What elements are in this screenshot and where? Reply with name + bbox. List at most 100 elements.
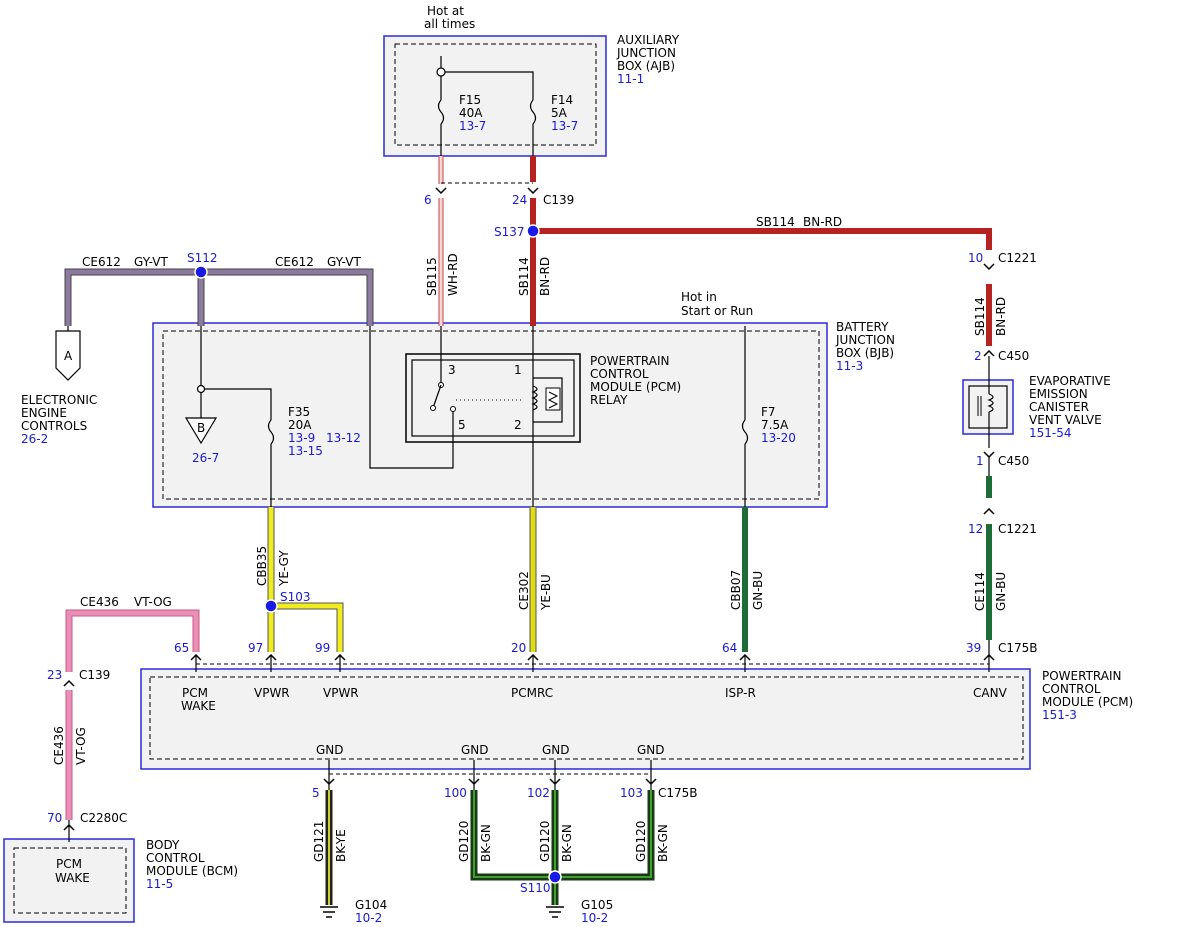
gyvt-right-label: GY-VT: [327, 255, 361, 269]
evap-title-4: VENT VALVE: [1029, 413, 1102, 427]
pcm-pin103-connector-icon: [645, 778, 657, 786]
gd120-a-circuit: GD120: [457, 821, 471, 862]
ground-g105-icon: [546, 906, 564, 918]
f35-fuse-icon: [267, 419, 275, 445]
wire-cbb35: [267, 507, 344, 652]
hot-start-run-1: Hot in: [681, 290, 717, 304]
pcm-pin97-connector-icon: [265, 653, 277, 661]
splice-s103-icon: [264, 599, 278, 613]
pin-65: 65: [174, 641, 189, 655]
ground-b-ref: 26-7: [192, 451, 219, 465]
evap-ref: 151-54: [1029, 426, 1072, 440]
ce436-top-circuit: CE436: [80, 595, 119, 609]
pin-39: 39: [966, 641, 981, 655]
pcm-ref: 151-3: [1042, 708, 1077, 722]
g105-ref: 10-2: [581, 911, 608, 925]
pcm-pin64-connector-icon: [739, 653, 751, 661]
bjb-title-2: JUNCTION: [835, 333, 895, 347]
splice-s110-icon: [548, 870, 562, 884]
eec-title-1: ELECTRONIC: [21, 393, 97, 407]
pin-102: 102: [527, 786, 550, 800]
c2280c-label: C2280C: [80, 811, 127, 825]
relay-resistor-icon: [547, 391, 559, 409]
gnd-label-1: GND: [316, 743, 344, 757]
pin-100: 100: [444, 786, 467, 800]
c450-top-label: C450: [998, 349, 1029, 363]
relay-switch-arm: [432, 384, 442, 409]
connector-a-label: A: [64, 349, 73, 363]
pcm-pin5-connector-icon: [323, 778, 335, 786]
hot-at-all-times-label-2: all times: [424, 17, 475, 31]
wire-gd120: [470, 790, 655, 905]
sb114-top-circuit: SB114: [756, 215, 795, 229]
ce612-left-label: CE612: [82, 255, 121, 269]
gd120-c-color: BK-GN: [656, 824, 670, 862]
evap-title-2: EMISSION: [1029, 387, 1088, 401]
c175b-top-label: C175B: [998, 641, 1038, 655]
bcm-wake-label-2: WAKE: [55, 871, 90, 885]
evap-title-3: CANISTER: [1029, 400, 1089, 414]
c139-pin23-connector-icon: [63, 679, 75, 687]
c139-pin6-connector-icon: [435, 187, 447, 195]
pin-70: 70: [47, 811, 62, 825]
cbb07-color: GN-BU: [751, 571, 765, 610]
ajb-title-1: AUXILIARY: [617, 33, 680, 47]
relay-title-1: POWERTRAIN: [590, 354, 670, 368]
evap-valve-box: [962, 379, 1014, 435]
bcm-ref: 11-5: [146, 877, 173, 891]
cbb07-circuit: CBB07: [729, 570, 743, 610]
splice-s137-icon: [526, 224, 540, 238]
pin-99: 99: [315, 641, 330, 655]
ce302-circuit: CE302: [517, 571, 531, 610]
evap-title-1: EVAPORATIVE: [1029, 374, 1111, 388]
ground-g104-icon: [320, 906, 338, 918]
f15-fuse-icon: [437, 99, 445, 125]
pin-97: 97: [248, 641, 263, 655]
pin-23: 23: [47, 668, 62, 682]
pcm-wake-label-1: PCM: [182, 686, 208, 700]
splice-s112-icon: [194, 265, 208, 279]
f14-ref: 13-7: [551, 119, 578, 133]
f15-rating: 40A: [459, 106, 483, 120]
eec-ref: 26-2: [21, 432, 48, 446]
f35-name: F35: [288, 405, 310, 419]
bjb-ref: 11-3: [836, 359, 863, 373]
ce436-left-color: VT-OG: [74, 727, 88, 765]
sb114-mid-circuit: SB114: [517, 257, 531, 296]
ajb-title-2: JUNCTION: [616, 46, 676, 60]
wire-sb114: [530, 156, 992, 346]
pcm-top-connectors: [190, 640, 995, 672]
vpwr-label-1: VPWR: [254, 686, 290, 700]
gnd-label-3: GND: [542, 743, 570, 757]
ref-13-12: 13-12: [326, 431, 361, 445]
g104-ref: 10-2: [355, 911, 382, 925]
ground-b-label: B: [197, 421, 205, 435]
c450-pin1-connector-icon: [983, 451, 995, 459]
gd120-b-color: BK-GN: [560, 824, 574, 862]
s112-label: S112: [187, 251, 218, 265]
eec-title-3: CONTROLS: [21, 419, 87, 433]
pcm-pin65-connector-icon: [190, 653, 202, 661]
relay-title-3: MODULE (PCM): [590, 380, 681, 394]
gd120-a-color: BK-GN: [479, 824, 493, 862]
eec-title-2: ENGINE: [21, 406, 67, 420]
c450-bottom-label: C450: [998, 454, 1029, 468]
ajb-internal: [436, 56, 537, 156]
connector-a-icon: [55, 330, 81, 381]
relay-pin-2: 2: [514, 418, 522, 432]
c139-top-label: C139: [543, 193, 574, 207]
ajb-title-3: BOX (AJB): [617, 59, 675, 73]
left-connectors: [63, 679, 75, 842]
pin-2: 2: [974, 349, 982, 363]
f15-name: F15: [459, 93, 481, 107]
pin-1: 1: [976, 454, 984, 468]
bcm-wake-label-1: PCM: [56, 857, 82, 871]
f14-name: F14: [551, 93, 573, 107]
pcm-box: [140, 668, 1031, 770]
relay-pin-1: 1: [514, 363, 522, 377]
pin-5: 5: [312, 786, 320, 800]
s137-label: S137: [494, 225, 525, 239]
f7-fuse-icon: [741, 419, 749, 445]
ce612-right-label: CE612: [275, 255, 314, 269]
c1221-top-label: C1221: [998, 251, 1037, 265]
